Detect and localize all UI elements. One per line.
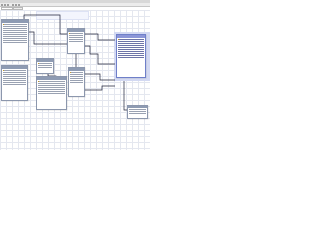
entity-field — [38, 85, 65, 86]
entity-field — [69, 35, 83, 36]
entity-header — [128, 106, 147, 108]
key-icon — [3, 24, 4, 25]
entity-field — [70, 76, 83, 77]
entity-header — [2, 66, 27, 69]
relationship-line — [123, 81, 128, 111]
entity-field — [3, 30, 27, 31]
entity-field — [38, 63, 52, 64]
entity-field — [38, 87, 65, 88]
minimize-icon[interactable] — [4, 4, 6, 6]
diagram-canvas[interactable] — [0, 10, 150, 150]
entity-field — [118, 51, 144, 52]
tab-second[interactable] — [13, 7, 23, 10]
relationship-line — [23, 14, 68, 35]
entity-header — [69, 68, 84, 71]
relationship-lines — [23, 14, 128, 111]
entity-field — [38, 83, 65, 84]
entity-field — [69, 33, 83, 34]
key-icon — [38, 63, 39, 64]
entity-field — [3, 26, 27, 27]
close-icon[interactable] — [1, 4, 3, 6]
relationship-line — [28, 31, 68, 45]
entity-field — [38, 93, 65, 94]
key-icon — [70, 72, 71, 73]
entity-field — [70, 80, 83, 81]
entity-field — [3, 28, 27, 29]
entity-field — [38, 67, 52, 68]
entity-field — [3, 32, 27, 33]
entity-field — [3, 72, 26, 73]
entity-field — [129, 109, 146, 110]
entity-7[interactable] — [116, 34, 146, 78]
entity-field — [70, 74, 83, 75]
entity-field — [3, 76, 26, 77]
group-area — [36, 11, 89, 20]
key-icon — [118, 39, 119, 40]
entity-header — [2, 20, 28, 23]
tab-diagram[interactable] — [1, 7, 13, 10]
entity-field — [3, 78, 26, 79]
relationship-line — [84, 85, 115, 91]
entity-field — [38, 81, 65, 82]
entity-field — [129, 113, 146, 114]
entity-field — [3, 40, 27, 41]
toolbar — [0, 3, 150, 7]
entity-field — [118, 45, 144, 46]
entity-field — [3, 24, 27, 25]
entity-field — [3, 80, 26, 81]
entity-header — [68, 29, 84, 32]
maximize-icon[interactable] — [7, 4, 9, 6]
entity-field — [38, 89, 65, 90]
entity-field — [70, 78, 83, 79]
window-title-bar — [0, 0, 150, 3]
key-icon — [38, 81, 39, 82]
relationship-line — [84, 73, 115, 81]
entity-field — [3, 38, 27, 39]
entity-field — [70, 82, 83, 83]
entity-field — [3, 74, 26, 75]
key-icon — [3, 70, 4, 71]
entity-field — [69, 39, 83, 40]
entity-field — [118, 55, 144, 56]
entity-field — [3, 42, 27, 43]
entity-field — [3, 70, 26, 71]
entity-field — [38, 65, 52, 66]
entity-field — [118, 41, 144, 42]
entity-field — [129, 111, 146, 112]
entity-header — [117, 35, 145, 38]
entity-header — [37, 77, 66, 80]
entity-field — [118, 49, 144, 50]
entity-field — [118, 43, 144, 44]
entity-field — [118, 39, 144, 40]
key-icon — [69, 33, 70, 34]
entity-6[interactable] — [36, 76, 67, 110]
entity-field — [3, 36, 27, 37]
entity-field — [118, 57, 144, 58]
entity-field — [69, 37, 83, 38]
entity-field — [69, 41, 83, 42]
entity-field — [118, 47, 144, 48]
entity-header — [37, 59, 53, 62]
entity-field — [38, 91, 65, 92]
entity-3[interactable] — [67, 28, 85, 54]
relationship-line — [84, 45, 115, 65]
save-icon[interactable] — [18, 4, 20, 6]
entity-2[interactable] — [1, 65, 28, 101]
relationship-line — [84, 33, 115, 41]
entity-field — [70, 72, 83, 73]
entity-1[interactable] — [1, 19, 29, 61]
entity-field — [118, 53, 144, 54]
entity-field — [3, 82, 26, 83]
entity-8[interactable] — [127, 105, 148, 119]
entity-5[interactable] — [68, 67, 85, 97]
entity-field — [3, 34, 27, 35]
entity-4[interactable] — [36, 58, 54, 74]
entity-field — [3, 84, 26, 85]
open-icon[interactable] — [15, 4, 17, 6]
new-icon[interactable] — [12, 4, 14, 6]
